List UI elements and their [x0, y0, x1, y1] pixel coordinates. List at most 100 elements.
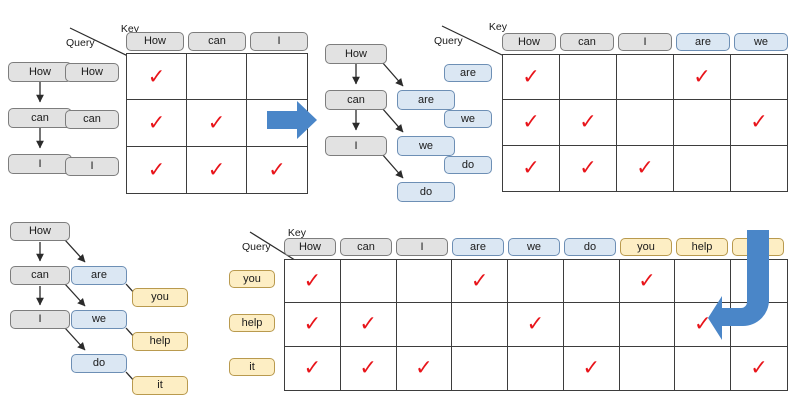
- stage2-row-header-do[interactable]: do: [444, 156, 492, 174]
- cell[interactable]: ✓: [127, 146, 187, 193]
- stage3-col-header-are[interactable]: are: [452, 238, 504, 256]
- elbow-arrow-icon: [708, 230, 769, 340]
- stage3-col-header-i[interactable]: I: [396, 238, 448, 256]
- cell[interactable]: [396, 303, 453, 347]
- stage1-row-header-how[interactable]: How: [65, 63, 119, 82]
- cell[interactable]: [675, 260, 732, 304]
- cell[interactable]: [620, 346, 676, 390]
- cell[interactable]: ✓: [285, 260, 341, 304]
- cell[interactable]: ✓: [340, 303, 397, 347]
- stage2-tree-node-do[interactable]: do: [397, 182, 455, 202]
- stage3-col-header-help[interactable]: help: [676, 238, 728, 256]
- cell[interactable]: [563, 303, 620, 347]
- stage2-row-header-are[interactable]: are: [444, 64, 492, 82]
- stage2-row-header-we[interactable]: we: [444, 110, 492, 128]
- stage3-col-header-how[interactable]: How: [284, 238, 336, 256]
- stage2-tree-node-how[interactable]: How: [325, 44, 387, 64]
- check-icon: ✓: [303, 268, 322, 293]
- cell[interactable]: ✓: [452, 260, 509, 304]
- cell[interactable]: ✓: [503, 100, 560, 146]
- stage3-col-header-do[interactable]: do: [564, 238, 616, 256]
- stage2-col-header-how[interactable]: How: [502, 33, 556, 51]
- stage3-row-header-you[interactable]: you: [229, 270, 275, 288]
- query-axis-label: Query: [434, 35, 463, 47]
- cell[interactable]: [452, 303, 509, 347]
- stage3-tree-node-can[interactable]: can: [10, 266, 70, 285]
- cell[interactable]: [731, 55, 788, 101]
- cell[interactable]: ✓: [619, 260, 676, 304]
- stage3-col-header-you[interactable]: you: [620, 238, 672, 256]
- cell[interactable]: ✓: [560, 100, 617, 146]
- stage1-tree-node-can[interactable]: can: [8, 108, 72, 128]
- cell[interactable]: ✓: [731, 100, 788, 146]
- stage-transition-arrow-right: [265, 98, 319, 142]
- stage3-tree-node-we[interactable]: we: [71, 310, 127, 329]
- stage2-tree-node-are[interactable]: are: [397, 90, 455, 110]
- stage3-tree-node-how[interactable]: How: [10, 222, 70, 241]
- cell[interactable]: [247, 54, 307, 101]
- cell[interactable]: ✓: [127, 54, 187, 101]
- stage2-tree-node-we[interactable]: we: [397, 136, 455, 156]
- stage1-col-header-i[interactable]: I: [250, 32, 308, 51]
- stage1-col-header-can[interactable]: can: [188, 32, 246, 51]
- stage3-tree-node-are[interactable]: are: [71, 266, 127, 285]
- cell[interactable]: [508, 260, 564, 304]
- cell[interactable]: ✓: [503, 55, 560, 101]
- stage1-tree-node-i[interactable]: I: [8, 154, 72, 174]
- cell[interactable]: [452, 346, 509, 390]
- stage2-col-header-we[interactable]: we: [734, 33, 788, 51]
- stage3-tree-node-you[interactable]: you: [132, 288, 188, 307]
- cell[interactable]: ✓: [127, 100, 187, 147]
- stage1-row-header-can[interactable]: can: [65, 110, 119, 129]
- stage3-row-header-help[interactable]: help: [229, 314, 275, 332]
- cell[interactable]: ✓: [564, 346, 620, 390]
- stage3-tree-node-it[interactable]: it: [132, 376, 188, 395]
- cell[interactable]: ✓: [285, 303, 341, 347]
- cell[interactable]: [731, 303, 787, 347]
- stage3-col-header-can[interactable]: can: [340, 238, 392, 256]
- cell[interactable]: [619, 303, 676, 347]
- cell[interactable]: ✓: [187, 146, 247, 193]
- stage2-tree-node-can[interactable]: can: [325, 90, 387, 110]
- stage1-row-header-i[interactable]: I: [65, 157, 119, 176]
- cell[interactable]: ✓: [674, 55, 731, 101]
- cell[interactable]: ✓: [503, 145, 560, 191]
- cell[interactable]: [675, 346, 732, 390]
- cell[interactable]: [247, 100, 307, 147]
- check-icon: ✓: [526, 311, 545, 336]
- cell[interactable]: ✓: [508, 303, 564, 347]
- cell[interactable]: ✓: [285, 346, 341, 390]
- stage1-col-header-how[interactable]: How: [126, 32, 184, 51]
- cell[interactable]: [563, 260, 620, 304]
- cell[interactable]: ✓: [247, 147, 307, 193]
- stage3-tree-node-help[interactable]: help: [132, 332, 188, 351]
- stage2-col-header-i[interactable]: I: [618, 33, 672, 51]
- axis-divider-line: [441, 25, 503, 56]
- check-icon: ✓: [579, 155, 597, 180]
- cell[interactable]: ✓: [617, 145, 674, 191]
- cell[interactable]: [560, 55, 617, 101]
- cell[interactable]: ✓: [341, 346, 397, 390]
- cell[interactable]: ✓: [187, 100, 247, 147]
- stage3-tree-node-do[interactable]: do: [71, 354, 127, 373]
- cell[interactable]: [508, 346, 564, 390]
- cell[interactable]: [617, 100, 674, 146]
- check-icon: ✓: [147, 64, 166, 89]
- cell[interactable]: [617, 55, 674, 101]
- cell[interactable]: ✓: [731, 347, 787, 390]
- cell[interactable]: ✓: [397, 346, 453, 390]
- cell[interactable]: ✓: [560, 145, 617, 191]
- cell[interactable]: [396, 260, 453, 304]
- stage3-row-header-it[interactable]: it: [229, 358, 275, 376]
- stage3-tree-node-i[interactable]: I: [10, 310, 70, 329]
- cell[interactable]: [674, 100, 731, 146]
- cell[interactable]: [731, 145, 788, 191]
- stage2-tree-node-i[interactable]: I: [325, 136, 387, 156]
- cell[interactable]: [674, 145, 731, 191]
- cell[interactable]: [340, 260, 397, 304]
- stage2-col-header-can[interactable]: can: [560, 33, 614, 51]
- stage2-col-header-are[interactable]: are: [676, 33, 730, 51]
- check-icon: ✓: [522, 155, 540, 180]
- cell[interactable]: [187, 54, 247, 101]
- stage3-col-header-we[interactable]: we: [508, 238, 560, 256]
